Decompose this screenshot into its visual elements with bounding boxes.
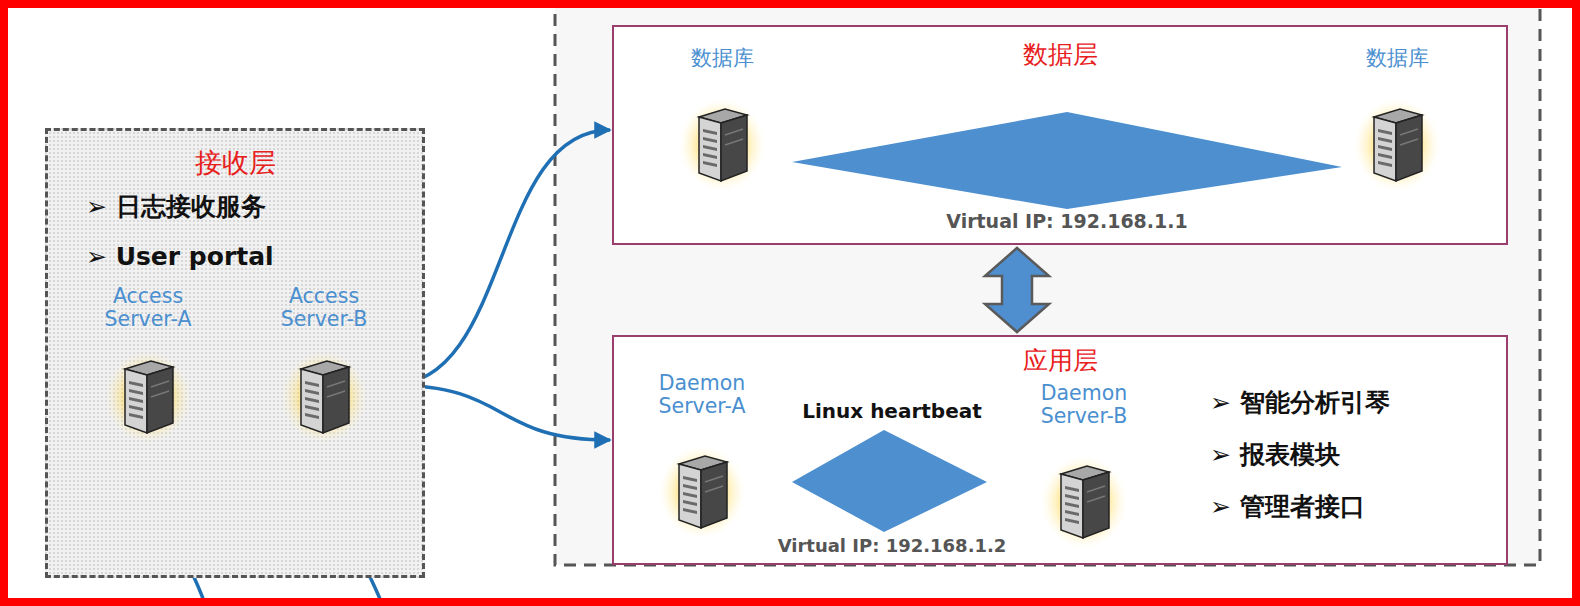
server-label: 数据库 bbox=[1337, 47, 1457, 70]
server-icon bbox=[105, 347, 191, 443]
node-text: Linux heartbeat bbox=[772, 400, 1012, 423]
node-text: Virtual IP: 192.168.1.1 bbox=[792, 211, 1342, 233]
daemon-server: Daemon Server-A bbox=[632, 372, 772, 532]
data-layer-box: 数据层数据库Virtual IP: 192.168.1.1数据库 bbox=[612, 25, 1508, 245]
server-label: Daemon Server-B bbox=[1014, 382, 1154, 427]
daemon-server: Daemon Server-B bbox=[1014, 382, 1154, 542]
server-icon bbox=[1354, 95, 1440, 191]
access-server: Access Server-B bbox=[259, 285, 389, 435]
database-server: 数据库 bbox=[662, 47, 782, 197]
double-block-arrow bbox=[985, 248, 1049, 332]
server-label: 数据库 bbox=[662, 47, 782, 70]
database-server: 数据库 bbox=[1337, 47, 1457, 197]
receive-layer-box: 接收层 ➢ 日志接收服务 ➢ User portalAccess Server-A A… bbox=[45, 128, 425, 578]
node-text: ➢ User portal bbox=[86, 243, 274, 272]
vip-diamond: Virtual IP: 192.168.1.1 bbox=[792, 107, 1342, 239]
server-icon bbox=[659, 442, 745, 538]
server-icon bbox=[1041, 452, 1127, 548]
outer-dashed-group bbox=[555, 0, 1540, 565]
red-frame bbox=[4, 4, 1576, 602]
server-label: Access Server-B bbox=[259, 285, 389, 330]
heartbeat-diamond: Linux heartbeatVirtual IP: 192.168.1.2 bbox=[772, 398, 1012, 564]
app-layer-box: 应用层 ➢ 智能分析引琴 ➢ 报表模块 ➢ 管理者接口 Daemon Server-AL… bbox=[612, 335, 1508, 565]
node-text: ➢ 管理者接口 bbox=[1210, 493, 1365, 522]
diamond-shape bbox=[792, 430, 987, 532]
node-text: ➢ 智能分析引琴 bbox=[1210, 389, 1390, 418]
server-icon bbox=[679, 95, 765, 191]
node-text: ➢ 日志接收服务 bbox=[86, 193, 266, 222]
node-text: Virtual IP: 192.168.1.2 bbox=[752, 536, 1032, 557]
node-text: ➢ 报表模块 bbox=[1210, 441, 1340, 470]
access-server: Access Server-A bbox=[83, 285, 213, 435]
server-icon bbox=[281, 347, 367, 443]
diamond-shape bbox=[792, 112, 1342, 209]
layer-title: 接收层 bbox=[48, 147, 422, 178]
server-label: Access Server-A bbox=[83, 285, 213, 330]
layer-title: 应用层 bbox=[614, 347, 1506, 376]
server-label: Daemon Server-A bbox=[632, 372, 772, 417]
